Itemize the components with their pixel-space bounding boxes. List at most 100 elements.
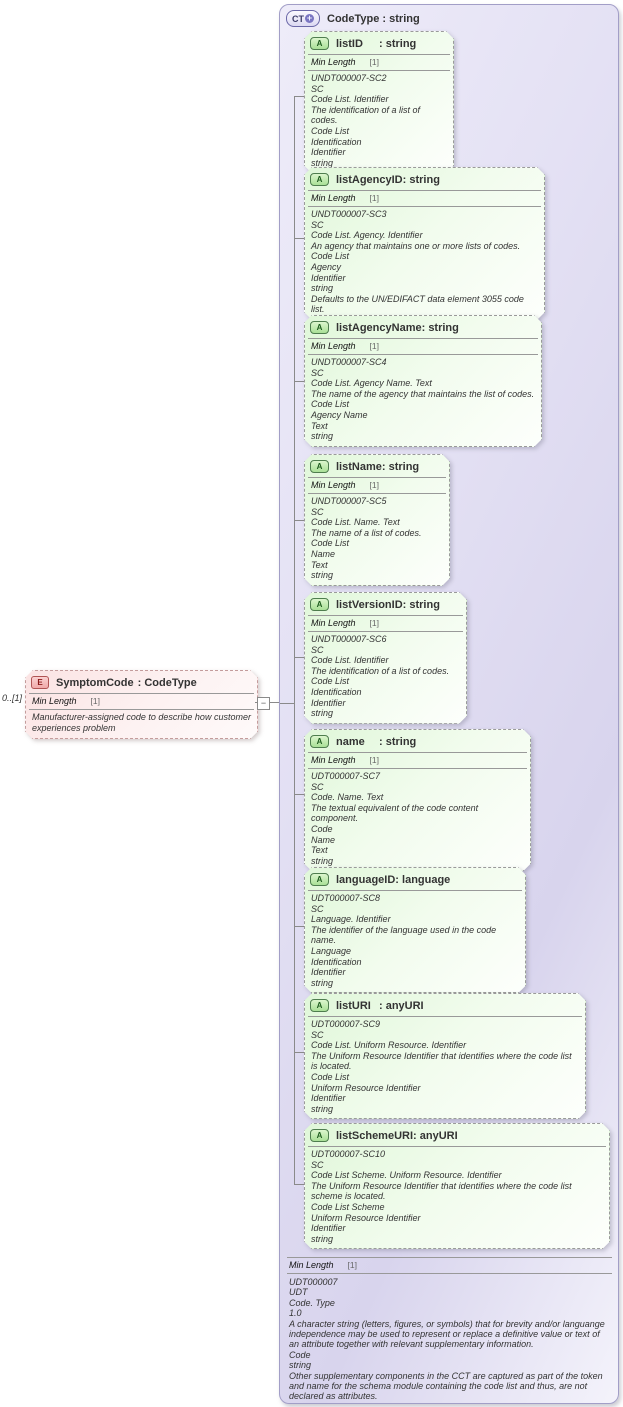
divider <box>308 890 522 891</box>
complex-type-icon: CT + <box>286 10 320 27</box>
attribute-name: listVersionID <box>336 598 403 611</box>
facet-label: Min Length <box>311 193 356 203</box>
facet-row: Min Length [1] <box>26 694 257 709</box>
divider <box>29 693 254 694</box>
divider <box>308 631 463 632</box>
connector-stub <box>294 381 304 382</box>
attribute-name: listURI <box>336 999 371 1012</box>
facet-value: [1] <box>369 341 379 351</box>
attribute-type: : language <box>395 873 451 886</box>
attribute-box-list-version-id[interactable]: A listVersionID : string Min Length [1] … <box>304 592 467 724</box>
facet-row: Min Length [1] <box>305 753 530 768</box>
divider <box>308 1146 606 1147</box>
complex-type-icon-label: CT <box>292 13 304 24</box>
divider <box>29 709 254 710</box>
attribute-name: listID <box>336 37 363 50</box>
attribute-type: : anyURI <box>379 999 424 1012</box>
attribute-box-list-name[interactable]: A listName : string Min Length [1] UNDT0… <box>304 454 450 586</box>
divider <box>308 493 446 494</box>
attribute-icon: A <box>310 999 329 1012</box>
divider <box>287 1257 612 1258</box>
connector-line-main <box>280 703 294 704</box>
connector-stub <box>294 794 304 795</box>
plus-icon: + <box>305 13 314 23</box>
facet-value: [1] <box>369 755 379 765</box>
attribute-box-name[interactable]: A name : string Min Length [1] UDT000007… <box>304 729 531 871</box>
attribute-icon: A <box>310 321 329 334</box>
facet-value: [1] <box>369 193 379 203</box>
attribute-box-list-agency-name[interactable]: A listAgencyName : string Min Length [1]… <box>304 315 542 447</box>
facet-row: Min Length [1] <box>305 55 453 70</box>
attribute-name: listSchemeURI <box>336 1129 414 1142</box>
attribute-icon: A <box>310 873 329 886</box>
connector-stub <box>294 1052 304 1053</box>
complex-type-box-codetype[interactable]: CT + CodeType : string A listID : string… <box>279 4 619 1404</box>
attribute-type: : string <box>402 598 440 611</box>
facet-label: Min Length <box>311 755 356 765</box>
divider <box>287 1273 612 1274</box>
divider <box>308 190 541 191</box>
attribute-type: : string <box>381 460 420 473</box>
element-type: : CodeType <box>137 676 197 689</box>
facet-row: Min Length [1] <box>305 616 466 631</box>
attribute-box-list-agency-id[interactable]: A listAgencyID : string Min Length [1] U… <box>304 167 545 320</box>
divider <box>308 54 450 55</box>
divider <box>308 70 450 71</box>
facet-row: Min Length [1] <box>305 191 544 206</box>
facet-row: Min Length [1] <box>305 478 449 493</box>
attribute-name: listAgencyID <box>336 173 403 186</box>
complex-type-header: CT + CodeType : string <box>286 10 420 27</box>
facet-value: [1] <box>369 618 379 628</box>
attribute-name: listName <box>336 460 382 473</box>
connector-stub <box>294 238 304 239</box>
element-name: SymptomCode <box>56 676 134 689</box>
connector-stub <box>294 657 304 658</box>
collapse-toggle[interactable]: − <box>257 697 270 710</box>
divider <box>308 354 538 355</box>
divider <box>308 477 446 478</box>
divider <box>308 338 538 339</box>
attribute-icon: A <box>310 1129 329 1142</box>
facet-label: Min Length <box>311 480 356 490</box>
element-icon: E <box>31 676 49 689</box>
connector-line-vertical <box>294 96 295 1184</box>
attribute-type: : string <box>421 321 459 334</box>
attribute-icon: A <box>310 460 329 473</box>
complex-type-title: CodeType : string <box>327 12 420 25</box>
facet-label: Min Length <box>311 618 356 628</box>
divider <box>308 206 541 207</box>
attribute-icon: A <box>310 173 329 186</box>
divider <box>308 768 527 769</box>
divider <box>308 1016 582 1017</box>
connector-stub <box>294 1184 304 1185</box>
facet-label: Min Length <box>32 696 77 706</box>
attribute-box-list-id[interactable]: A listID : string Min Length [1] UNDT000… <box>304 31 454 173</box>
facet-label: Min Length <box>311 341 356 351</box>
attribute-name: name <box>336 735 365 748</box>
attribute-type: : string <box>402 173 440 186</box>
connector-stub <box>294 96 304 97</box>
connector-stub <box>294 520 304 521</box>
attribute-type: : string <box>379 735 417 748</box>
divider <box>308 752 527 753</box>
facet-label: Min Length <box>289 1260 334 1270</box>
attribute-icon: A <box>310 735 329 748</box>
attribute-icon: A <box>310 598 329 611</box>
facet-row: Min Length [1] <box>305 339 541 354</box>
divider <box>308 615 463 616</box>
element-box-symptom-code[interactable]: E SymptomCode : CodeType Min Length [1] … <box>25 670 258 739</box>
facet-value: [1] <box>347 1260 357 1270</box>
facet-row: Min Length [1] <box>287 1258 612 1273</box>
